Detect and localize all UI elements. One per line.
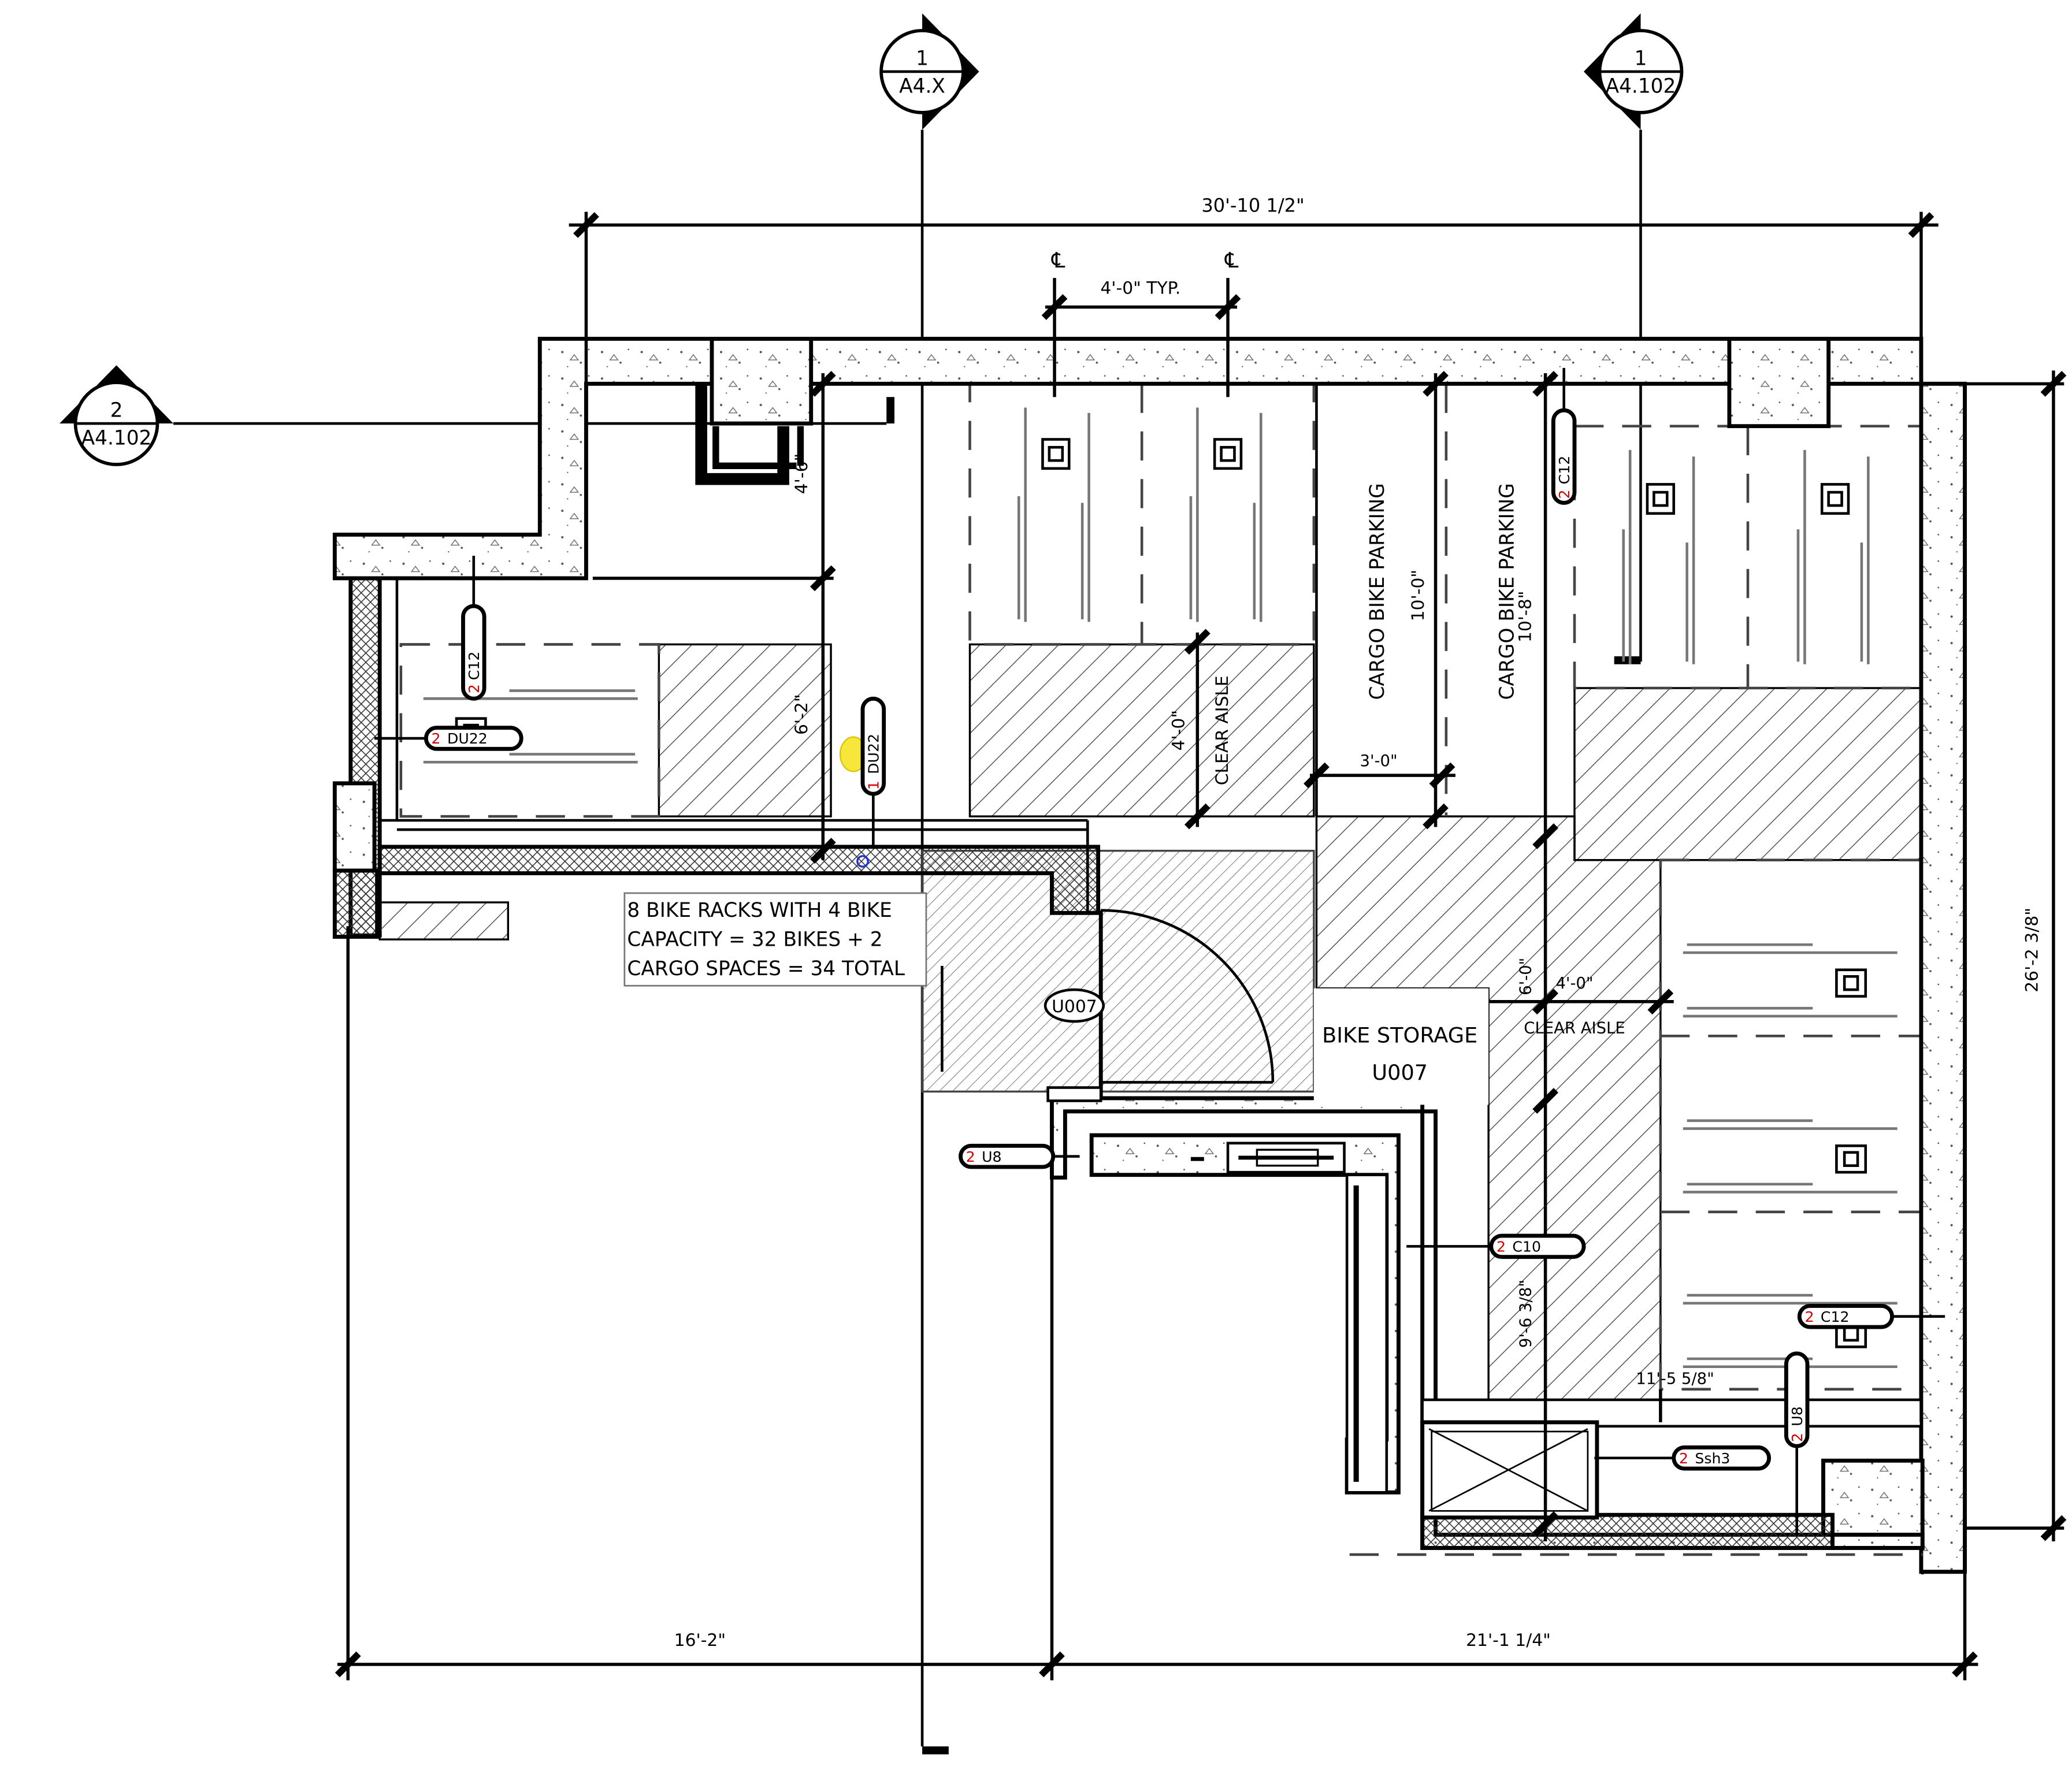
centerline-symbol: ℄: [1051, 248, 1065, 273]
marker-number: 1: [916, 47, 929, 70]
tag-num: 2: [432, 730, 441, 747]
tag-num: 2: [1789, 1433, 1806, 1442]
dimension-rack-spacing: ℄ ℄ 4'-0" TYP.: [1041, 248, 1241, 397]
dim-text: 4'-0" TYP.: [1100, 278, 1180, 299]
tag-num: 2: [1804, 1309, 1814, 1325]
dimension-clear-aisle: 4'-0" CLEAR AISLE: [1168, 629, 1232, 830]
tag-c10[interactable]: 2 C10: [1406, 1233, 1586, 1259]
tag-code: C10: [1512, 1239, 1541, 1255]
tag-u8-right[interactable]: 2 U8: [1784, 1351, 1810, 1535]
rack-right-3: [1683, 1293, 1898, 1369]
tag-num: 1: [866, 780, 882, 790]
door-tag-text: U007: [1052, 997, 1097, 1017]
misc-lines: [333, 534, 1924, 1575]
rack-top-2: [1189, 407, 1262, 622]
cargo-parking-spaces: CARGO BIKE PARKING CARGO BIKE PARKING 10…: [1304, 370, 1558, 1542]
tag-c12-top[interactable]: 2 C12: [1551, 367, 1577, 505]
tag-du22-mid[interactable]: 1 DU22: [839, 696, 886, 868]
clear-aisle-label-right: CLEAR AISLE: [1524, 1020, 1625, 1038]
tag-code: C12: [1556, 456, 1573, 485]
dim-text: 4'-0": [1168, 710, 1189, 750]
bike-racks: [423, 407, 1898, 1369]
room-name: BIKE STORAGE: [1322, 1023, 1477, 1048]
rack-right-2: [1683, 1119, 1898, 1194]
marker-sheet: A4.102: [81, 427, 152, 450]
cargo-label-1: CARGO BIKE PARKING: [1366, 483, 1389, 700]
rack-top-4: [1796, 449, 1870, 664]
dim-text: 30'-10 1/2": [1201, 195, 1304, 217]
tag-code: DU22: [447, 730, 488, 747]
clear-zone-hatching: [658, 643, 1922, 1404]
dim-text: 3'-0": [1360, 752, 1398, 770]
dim-text: 26'-2 3/8": [2022, 908, 2042, 993]
section-marker-a4x[interactable]: 1 A4.X: [879, 13, 979, 130]
section-marker-a4102-left[interactable]: 2 A4.102: [60, 365, 173, 466]
tag-c12-left[interactable]: 2 C12: [461, 556, 487, 701]
tag-num: 2: [466, 684, 482, 693]
dim-text: 16'-2": [674, 1630, 726, 1651]
dimension-bottom: 16'-2" 21'-1 1/4": [335, 926, 1978, 1681]
dim-text: 9'-6 3/8": [1517, 1280, 1535, 1348]
tag-code: C12: [1821, 1309, 1850, 1325]
rack-top-3: [1622, 449, 1695, 664]
clear-aisle-label: CLEAR AISLE: [1212, 675, 1232, 785]
tag-code: Ssh3: [1695, 1450, 1730, 1467]
tag-c12-right[interactable]: 2 C12: [1797, 1303, 1945, 1329]
tag-u8-left[interactable]: 2 U8: [959, 1143, 1080, 1169]
bike-capacity-note: 8 BIKE RACKS WITH 4 BIKE CAPACITY = 32 B…: [623, 892, 927, 987]
dim-text: 10'-0": [1408, 570, 1428, 621]
dim-text: 10'-8": [1515, 591, 1535, 642]
dim-text: 21'-1 1/4": [1466, 1630, 1551, 1651]
tag-du22-left[interactable]: 2 DU22: [374, 726, 523, 751]
section-cut-end: [922, 1746, 949, 1755]
rack-right-1: [1683, 943, 1898, 1018]
cargo-label-2: CARGO BIKE PARKING: [1496, 483, 1519, 700]
room-number: U007: [1372, 1060, 1428, 1085]
note-line-3: CARGO SPACES = 34 TOTAL: [627, 957, 905, 980]
section-cut-end: [1614, 656, 1641, 664]
dimension-right-aisle: 6'-0" 4'-0" CLEAR AISLE 9'-6 3/8" 11'-5 …: [1481, 958, 1923, 1537]
marker-number: 1: [1635, 47, 1647, 70]
tag-num: 2: [1497, 1239, 1506, 1255]
marker-sheet: A4.102: [1606, 75, 1676, 98]
centerline-symbol: ℄: [1224, 248, 1239, 273]
rack-top-1: [1017, 407, 1090, 622]
dim-text: 6'-2": [792, 694, 812, 735]
dim-text: 4'-6": [792, 454, 812, 494]
section-marker-a4102-top[interactable]: 1 A4.102: [1584, 13, 1684, 130]
tag-code: DU22: [866, 734, 882, 774]
dim-text: 11'-5 5/8": [1636, 1370, 1714, 1388]
room-label[interactable]: BIKE STORAGE U007: [1313, 988, 1489, 1105]
tag-num: 2: [966, 1148, 975, 1165]
walls: [332, 337, 1967, 1574]
tag-code: C12: [466, 652, 482, 681]
dim-text: 6'-0": [1517, 958, 1535, 995]
note-line-1: 8 BIKE RACKS WITH 4 BIKE: [627, 899, 892, 922]
tag-code: U8: [1789, 1406, 1806, 1426]
dimension-left-depth: 4'-6" 6'-2": [592, 370, 836, 864]
tag-num: 2: [1679, 1450, 1688, 1467]
marker-sheet: A4.X: [899, 75, 945, 98]
tag-num: 2: [1556, 490, 1573, 499]
dim-text: 4'-0": [1555, 975, 1593, 993]
note-line-2: CAPACITY = 32 BIKES + 2: [627, 928, 882, 951]
dimension-overall-width: 30'-10 1/2": [569, 195, 1939, 384]
tag-code: U8: [982, 1148, 1001, 1165]
tag-ssh3[interactable]: 2 Ssh3: [1594, 1445, 1772, 1471]
door-tag[interactable]: U007: [1044, 988, 1105, 1023]
section-cut-end: [886, 397, 894, 424]
marker-number: 2: [110, 399, 123, 422]
dimension-overall-height: 26'-2 3/8": [1965, 370, 2067, 1542]
